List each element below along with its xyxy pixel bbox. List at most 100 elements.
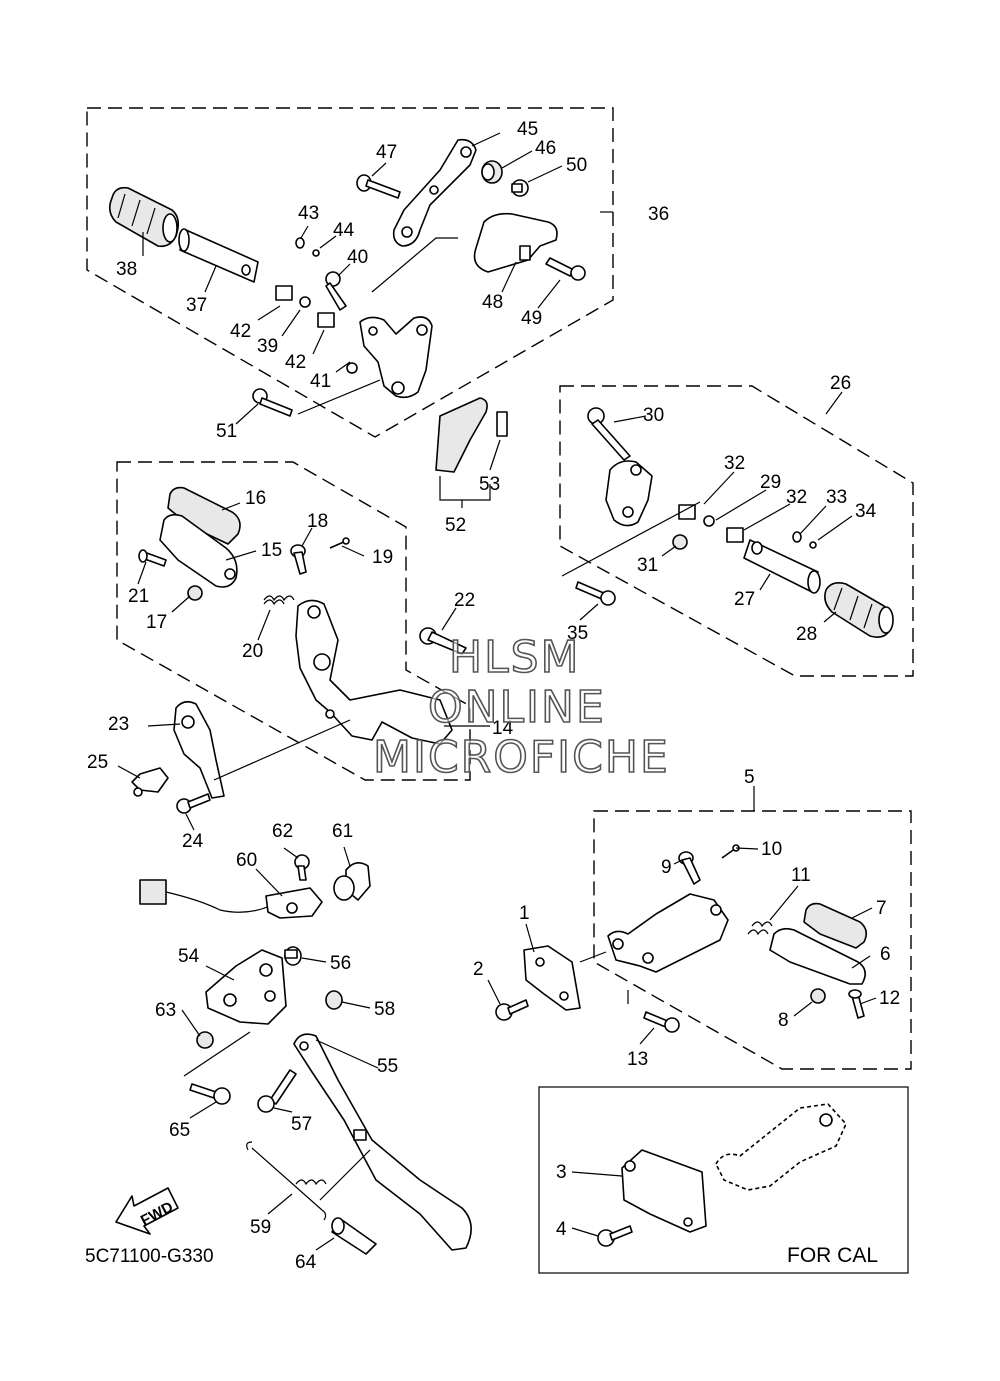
inset-bracket-ghost [715,1103,847,1191]
callout-16: 16 [245,488,266,509]
callout-55: 55 [377,1056,398,1077]
bolt-2 [495,999,529,1021]
callout-45: 45 [517,119,538,140]
callout-2: 2 [473,959,484,980]
callout-34: 34 [855,501,877,522]
callout-37: 37 [186,295,207,316]
callout-10: 10 [761,839,782,860]
nut-17 [187,585,203,601]
callout-20: 20 [242,641,263,662]
diagram-code: 5C71100-G330 [85,1246,214,1267]
bracket-23 [173,700,225,799]
callout-57: 57 [291,1114,312,1135]
bracket-54 [205,949,287,1025]
bolt-35 [575,581,616,606]
bolt-65 [189,1083,231,1105]
callout-labels: 45 46 47 50 43 36 44 40 38 37 48 49 42 3… [87,119,900,1273]
callout-60: 60 [236,850,257,871]
group-14-boundary [116,461,471,781]
callout-41: 41 [310,371,331,392]
callout-7: 7 [876,898,887,919]
callout-14: 14 [492,718,514,739]
inset-bolt-4 [597,1225,633,1247]
bolt-30 [587,407,631,461]
holder-45 [392,138,477,247]
bolt-12 [848,989,865,1019]
inset-bracket-3 [621,1149,707,1233]
callout-25: 25 [87,752,108,773]
pin-29 [703,515,715,527]
callout-36: 36 [648,204,669,225]
group-5-boundary [593,810,912,1070]
side-stand-55 [293,1033,472,1251]
bolt-57 [257,1069,297,1113]
callout-18: 18 [307,511,328,532]
callout-30: 30 [643,405,664,426]
callout-47: 47 [376,142,397,163]
small-parts-39-44 [275,237,358,374]
pad-7 [803,902,868,949]
fwd-arrow-icon: FWD [115,1187,179,1235]
callout-51: 51 [216,421,237,442]
callout-58: 58 [374,999,395,1020]
screw-62 [294,854,310,881]
plate-52-53 [435,397,508,473]
callout-50: 50 [566,155,587,176]
pedal-pad-16 [167,486,241,545]
bolt-40 [325,271,347,311]
watermark: HLSM ONLINE MICROFICHE [372,631,670,784]
plate-1 [523,945,581,1011]
callout-52: 52 [445,515,466,536]
callout-5: 5 [744,767,755,788]
spring-59 [246,1141,327,1221]
callout-64: 64 [295,1252,317,1273]
callout-4: 4 [556,1219,567,1240]
callout-31: 31 [637,555,658,576]
for-cal-inset-frame [538,1086,909,1274]
tube-64 [331,1217,377,1255]
callout-48: 48 [482,292,503,313]
callout-33: 33 [826,487,847,508]
bracket-main-36 [359,316,433,399]
grip-38 [108,186,180,248]
plate-32b [726,527,744,543]
nut-63 [196,1031,214,1049]
bolt-47 [356,174,401,199]
callout-38: 38 [116,259,137,280]
callout-28: 28 [796,624,817,645]
bolt-49 [545,257,586,281]
cotter-head-19 [342,537,350,545]
callout-39: 39 [257,336,278,357]
nut-58 [325,990,343,1010]
callout-54: 54 [178,946,200,967]
spring-33 [792,531,802,543]
bolt-21 [138,549,167,567]
bracket-5 [607,893,729,973]
callout-32a: 32 [724,453,745,474]
grip-28 [824,582,894,638]
callout-6: 6 [880,944,891,965]
callout-27: 27 [734,589,755,610]
callout-8: 8 [778,1010,789,1031]
callout-1: 1 [519,903,530,924]
callout-21: 21 [128,586,149,607]
bolt-22 [419,627,467,655]
clip-25 [131,767,169,797]
washer-31 [672,534,688,550]
bolt-56 [284,946,302,966]
callout-19: 19 [372,547,393,568]
pin-18 [290,544,307,575]
group-36-boundary [86,107,614,438]
callout-12: 12 [879,988,900,1009]
bolt-51 [252,388,293,417]
bracket-48 [473,212,558,273]
watermark-line-3: MICROFICHE [373,732,670,783]
callout-23: 23 [108,714,129,735]
callout-29: 29 [760,472,781,493]
callout-59: 59 [250,1217,271,1238]
bracket-26 [605,460,653,527]
bolt-24 [176,793,211,814]
callout-15: 15 [261,540,282,561]
plate-32a [678,504,696,520]
callout-42b: 42 [285,352,306,373]
